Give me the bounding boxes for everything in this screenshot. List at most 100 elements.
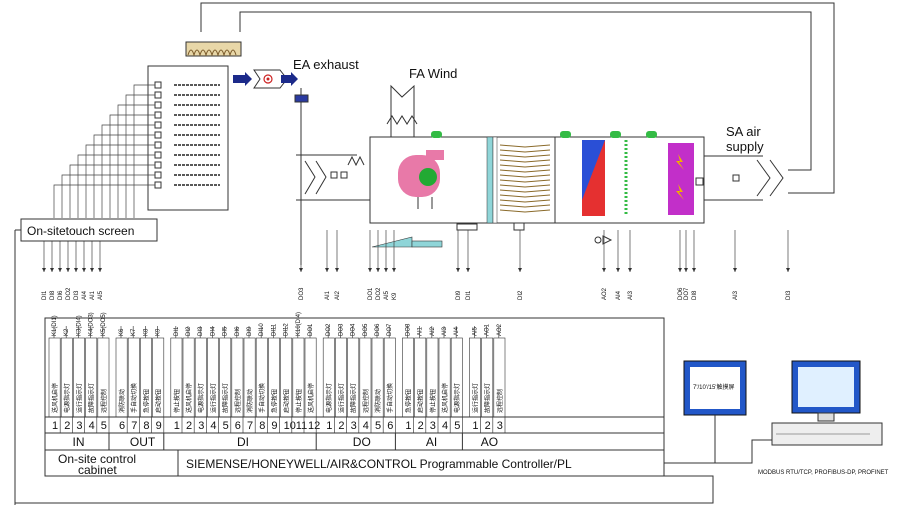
bottom-wire	[15, 475, 714, 504]
field-signal-label: DI9	[456, 290, 462, 300]
group-label-ao: AO	[481, 435, 498, 449]
terminal-description: 消防联动	[246, 389, 254, 413]
filter-bag	[499, 169, 551, 173]
terminal-description: 故障指示灯	[484, 383, 492, 413]
filter-bag	[499, 149, 551, 153]
control-cabinet-label-2: cabinet	[78, 463, 117, 477]
terminal-description: 停止按钮	[173, 389, 181, 413]
field-signal-label: AI5	[384, 290, 390, 300]
field-signal-label: DO6	[678, 287, 684, 300]
terminal-number: 5	[101, 420, 107, 432]
terminal-description: 远程控制	[100, 389, 108, 413]
terminal-description: 手自动切换	[258, 383, 266, 413]
sa-air-label: SA air	[726, 124, 761, 139]
field-signal-label: AI1	[90, 290, 96, 300]
filter-bag	[499, 179, 551, 183]
terminal-description: 电源指示灯	[453, 383, 461, 413]
terminal-code: DO2	[326, 323, 332, 336]
terminal-code: K3(DI4)	[76, 315, 82, 336]
signal-arrow	[518, 268, 522, 272]
terminal-code: AI5	[472, 326, 478, 336]
terminal-number: 4	[363, 420, 369, 432]
panel-lamp	[154, 171, 162, 179]
terminal-code: DO4	[351, 323, 357, 336]
terminal-description: 急停按钮	[142, 389, 150, 413]
signal-arrow	[299, 268, 303, 272]
air-handling-unit: SA air supply	[369, 124, 784, 224]
group-label-do: DO	[353, 435, 371, 449]
fresh-air-intake: FA Wind	[386, 66, 457, 138]
terminal-number: 3	[497, 420, 503, 432]
field-signal-label: AI3	[628, 290, 634, 300]
terminal-number: 1	[326, 420, 332, 432]
signal-arrow	[50, 268, 54, 272]
terminal-number: 5	[223, 420, 229, 432]
field-signal-label: DO3	[299, 287, 305, 300]
indicator-2	[560, 131, 571, 138]
terminal-description: 启动按钮	[283, 389, 291, 413]
fa-wind-label: FA Wind	[409, 66, 457, 81]
terminal-number: 1	[174, 420, 180, 432]
signal-arrow	[66, 268, 70, 272]
field-signal-label: AI5	[98, 290, 104, 300]
bus-wire	[53, 184, 155, 218]
terminal-code: DI4	[210, 326, 216, 336]
exhaust-unit: EA exhaust	[233, 57, 359, 265]
exhaust-arrow-icon	[233, 75, 245, 83]
terminal-description: 送风机启停	[441, 383, 449, 413]
terminal-number: 4	[89, 420, 95, 432]
terminal-number: 2	[64, 420, 70, 432]
panel-lamp	[154, 101, 162, 109]
group-label-in: IN	[73, 435, 85, 449]
terminal-code: AO1	[485, 323, 491, 336]
indicator-3	[610, 131, 621, 138]
terminal-code: DI11	[271, 323, 277, 336]
terminal-description: 运行指示灯	[75, 383, 83, 413]
terminal-description: 远程控制	[234, 389, 242, 413]
signal-arrow	[74, 268, 78, 272]
terminal-code: DO6	[375, 323, 381, 336]
filter-bag	[499, 199, 551, 203]
terminal-number: 9	[156, 420, 162, 432]
terminal-code: DI5	[223, 326, 229, 336]
signal-arrow	[456, 268, 460, 272]
terminal-description: 启动按钮	[155, 389, 163, 413]
field-signal-label: DI1	[42, 290, 48, 300]
signal-arrow	[335, 268, 339, 272]
terminal-number: 2	[485, 420, 491, 432]
terminal-description: 手自动切换	[386, 383, 394, 413]
controller-label: SIEMENSE/HONEYWELL/AIR&CONTROL Programma…	[186, 457, 572, 471]
indicator-1	[431, 131, 442, 138]
terminal-code: DI6	[235, 326, 241, 336]
terminal-code: K9	[156, 328, 162, 336]
filter-bag	[499, 159, 551, 163]
signal-arrow	[90, 268, 94, 272]
filter-bag	[499, 174, 551, 178]
panel-lamp	[154, 151, 162, 159]
signal-arrow	[466, 268, 470, 272]
terminal-number: 2	[338, 420, 344, 432]
signal-arrow	[325, 268, 329, 272]
signal-arrow	[733, 268, 737, 272]
terminal-description: 远程控制	[362, 389, 370, 413]
field-signal-label: DO1	[368, 287, 374, 300]
terminal-number: 8	[259, 420, 265, 432]
panel-lamp	[154, 161, 162, 169]
terminal-code: DO7	[387, 323, 393, 336]
terminal-description: 电源指示灯	[197, 383, 205, 413]
terminal-number: 2	[418, 420, 424, 432]
signal-arrow	[786, 268, 790, 272]
terminal-code: DI10	[259, 323, 265, 336]
field-signal-label: DI3	[786, 290, 792, 300]
bag-filter	[499, 144, 551, 213]
touch-screen-box: On-sitetouch screen	[14, 218, 158, 505]
terminal-description: 停止按钮	[295, 389, 303, 413]
terminal-code: DI12	[284, 323, 290, 336]
terminal-code: DI3	[198, 326, 204, 336]
exhaust-damper	[185, 41, 242, 57]
filter-bag	[499, 144, 551, 148]
terminal-code: DO8	[405, 323, 411, 336]
top-loop-wires	[200, 2, 835, 194]
group-label-di: DI	[237, 435, 249, 449]
filter-bag	[499, 154, 551, 158]
